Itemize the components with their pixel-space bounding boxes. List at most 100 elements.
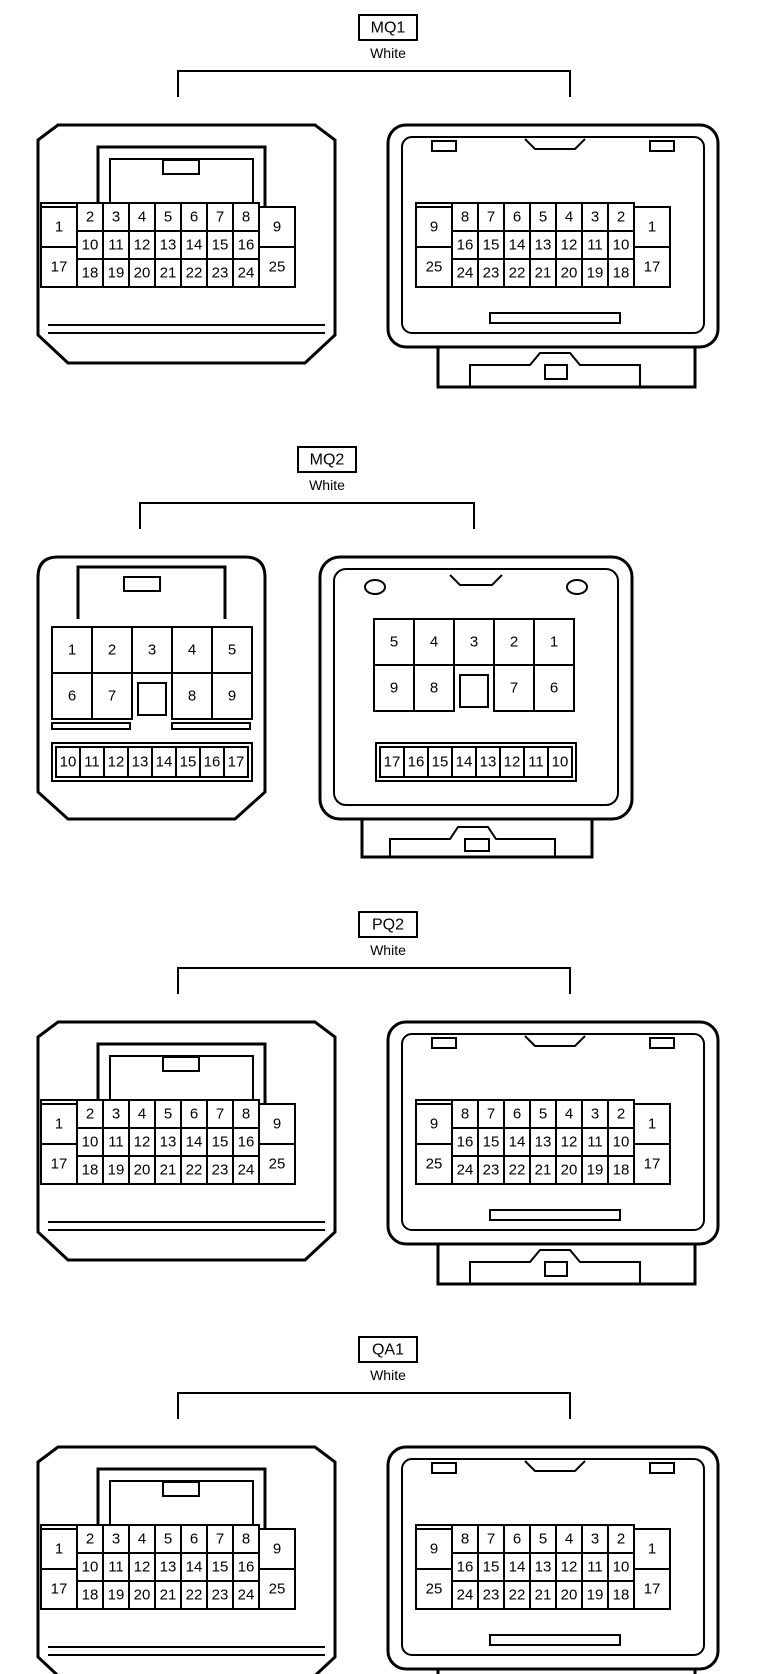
pin-label: 16 xyxy=(457,1559,474,1576)
pin-label: 6 xyxy=(68,688,76,705)
pin-cell xyxy=(128,258,156,288)
guide-slot xyxy=(459,674,489,708)
pin-label: 1 xyxy=(550,634,558,651)
lock-tab xyxy=(162,159,200,175)
pin-label: 4 xyxy=(565,209,573,226)
pin-cell xyxy=(607,1552,635,1582)
pin-cell xyxy=(223,746,249,778)
pin-cell xyxy=(258,1568,296,1610)
pin-label: 10 xyxy=(552,754,569,771)
pin-label: 11 xyxy=(528,754,544,771)
pin-cell xyxy=(633,1568,671,1610)
pin-cell xyxy=(154,1127,182,1157)
pin-label: 18 xyxy=(82,1162,99,1179)
pin-cell xyxy=(206,1524,234,1554)
pin-label: 14 xyxy=(186,1134,203,1151)
pin-label: 16 xyxy=(457,1134,474,1151)
pin-label: 3 xyxy=(470,634,478,651)
pin-label: 1 xyxy=(68,642,76,659)
pin-cell xyxy=(581,1552,609,1582)
divider-bar xyxy=(171,722,251,730)
pin-cell xyxy=(51,626,93,674)
pin-label: 16 xyxy=(204,754,221,771)
pin-label: 2 xyxy=(617,1106,625,1123)
pin-label: 22 xyxy=(186,265,203,282)
pin-label: 5 xyxy=(164,1106,172,1123)
pin-cell xyxy=(581,258,609,288)
connector-label-box xyxy=(297,446,357,473)
pin-label: 14 xyxy=(156,754,173,771)
pin-cell xyxy=(154,1580,182,1610)
pin-cell xyxy=(91,672,133,720)
pin-label: 3 xyxy=(112,1531,120,1548)
pin-label: 3 xyxy=(148,642,156,659)
pin-cell xyxy=(180,1580,208,1610)
pin-label: 20 xyxy=(134,265,151,282)
pin-label: 10 xyxy=(613,237,630,254)
clip-tab xyxy=(544,364,568,380)
pin-label: 15 xyxy=(432,754,449,771)
pin-cell xyxy=(76,230,104,260)
pin-cell xyxy=(633,1143,671,1185)
pin-label: 13 xyxy=(480,754,497,771)
bracket-line xyxy=(177,1392,571,1419)
pin-label: 16 xyxy=(238,237,255,254)
pin-cell xyxy=(232,1099,260,1129)
slot xyxy=(431,1037,457,1049)
pin-cell xyxy=(102,258,130,288)
pin-label: 13 xyxy=(160,237,177,254)
pin-label: 3 xyxy=(591,1531,599,1548)
pin-label: 12 xyxy=(561,237,578,254)
pin-label: 7 xyxy=(487,209,495,226)
pin-cell xyxy=(555,1580,583,1610)
pin-label: 8 xyxy=(430,680,438,697)
key-notch xyxy=(524,1035,586,1047)
pin-cell xyxy=(40,246,78,288)
pin-cell xyxy=(503,1099,531,1129)
pin-label: 12 xyxy=(108,754,125,771)
pin-label: 1 xyxy=(648,219,656,236)
clip-outline xyxy=(436,347,697,389)
pin-cell xyxy=(258,1143,296,1185)
pin-label: 25 xyxy=(269,1581,286,1598)
pin-cell xyxy=(211,672,253,720)
pin-label: 10 xyxy=(60,754,77,771)
pin-cell xyxy=(477,258,505,288)
slot xyxy=(431,140,457,152)
pin-cell xyxy=(232,1155,260,1185)
pin-label: 24 xyxy=(238,1587,255,1604)
pin-label: 2 xyxy=(617,1531,625,1548)
lock-tab xyxy=(162,1056,200,1072)
pin-label: 6 xyxy=(550,680,558,697)
housing-outline xyxy=(36,555,267,821)
pin-label: 4 xyxy=(565,1106,573,1123)
pin-label: 5 xyxy=(164,209,172,226)
pin-label: 14 xyxy=(509,237,526,254)
pin-label: 4 xyxy=(138,1531,146,1548)
pin-label: 3 xyxy=(112,1106,120,1123)
pin-label: 17 xyxy=(51,259,68,276)
pin-label: 5 xyxy=(539,1531,547,1548)
pin-label: 7 xyxy=(108,688,116,705)
pin-label: 15 xyxy=(483,1134,500,1151)
pin-label: 3 xyxy=(591,209,599,226)
pin-label: 1 xyxy=(55,1116,63,1133)
pin-label: 23 xyxy=(483,1162,500,1179)
pin-label: 11 xyxy=(587,237,603,254)
pin-cell xyxy=(232,1552,260,1582)
pin-label: 20 xyxy=(134,1587,151,1604)
pin-label: 4 xyxy=(565,1531,573,1548)
housing-inner xyxy=(401,1033,705,1231)
pin-label: 3 xyxy=(112,209,120,226)
pin-label: 19 xyxy=(108,1587,125,1604)
pin-label: 17 xyxy=(228,754,245,771)
key-notch xyxy=(524,1460,586,1472)
pin-label: 5 xyxy=(228,642,236,659)
pin-label: 3 xyxy=(591,1106,599,1123)
pin-cell xyxy=(232,1580,260,1610)
